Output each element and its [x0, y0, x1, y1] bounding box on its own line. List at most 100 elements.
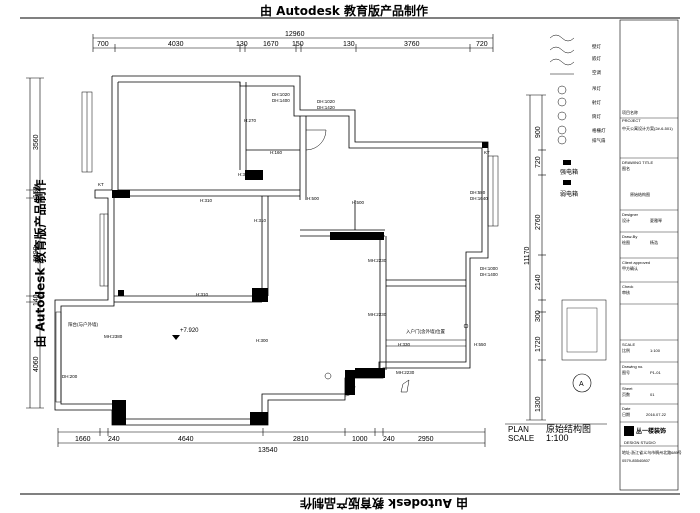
dim-top-seg: 150 [292, 41, 304, 48]
label-kt: KT [98, 182, 104, 187]
top-dimensions [92, 34, 494, 52]
label-h: H:300 [256, 338, 269, 343]
legend-item: 吊灯 [592, 85, 601, 92]
dim-right-seg: 1720 [535, 336, 542, 352]
legend-item: 排气扇 [592, 137, 606, 144]
dim-top-seg: 700 [97, 41, 109, 48]
dim-right-seg: 1300 [535, 396, 542, 412]
label-dh: DH:1400 [272, 98, 290, 103]
tb-sheet: Sheet [622, 386, 633, 391]
dim-top-seg: 130 [236, 41, 248, 48]
label-h: H:500 [307, 196, 320, 201]
legend-weak: 弱电箱 [560, 190, 578, 198]
tb-check: Check [622, 284, 633, 289]
label-dh: DH:1420 [317, 105, 335, 110]
dim-right-seg: 2760 [535, 214, 542, 230]
drain-icon [463, 323, 469, 329]
right-dimensions [526, 94, 546, 421]
dim-top-seg: 130 [343, 41, 355, 48]
tb-scale-cn: 比例 [622, 347, 630, 353]
tb-client-cn: 甲方确认 [622, 265, 638, 271]
room-labels: DH:1020 DH:1400 DH:1020 DH:1420 H:270 H:… [62, 92, 498, 379]
tb-company: 丛一楼装饰 [636, 427, 666, 435]
dim-right-seg: 2140 [535, 274, 542, 290]
dim-bottom-seg: 1660 [75, 436, 91, 443]
label-dh: DH:200 [62, 374, 78, 379]
dim-top-seg: 4030 [168, 41, 184, 48]
dim-bottom-total: 13540 [258, 447, 278, 454]
dim-left-seg: 140 [33, 294, 40, 306]
entry-arrow-icon [400, 379, 410, 393]
tb-phone: 0579-85540807 [622, 458, 651, 463]
north-arrow-icon [572, 373, 592, 393]
dim-left-seg: 3560 [33, 134, 40, 150]
dim-top-seg: 720 [476, 41, 488, 48]
tb-drawn-value: 杨浩 [650, 239, 658, 245]
tb-drawing-no: Drawing no. [622, 364, 643, 369]
label-h: H:550 [474, 342, 487, 347]
label-dh: DH:1020 [272, 92, 290, 97]
key-plan [561, 299, 607, 361]
label-h: H:330 [398, 342, 411, 347]
dim-left-seg: 3290 [33, 246, 40, 262]
dim-bottom-seg: 2950 [418, 436, 434, 443]
label-mh: MH:2380 [104, 334, 123, 339]
label-note: 阳台(与户外墙) [68, 321, 98, 328]
bottom-dimensions [57, 428, 486, 447]
label-h: H:160 [270, 150, 283, 155]
label-h: H:500 [352, 200, 365, 205]
tb-date: Date [622, 406, 631, 411]
tb-drawing-title-cn: 图名 [622, 165, 630, 171]
label-dh: DH:580 [470, 190, 486, 195]
plan-label: PLAN [508, 425, 529, 434]
tb-sheet-value: 01 [650, 392, 655, 397]
label-h: H:310 [196, 292, 209, 297]
label-h: H:310 [238, 172, 251, 177]
dim-bottom-seg: 240 [108, 436, 120, 443]
tb-designer-value: 夏雅琴 [650, 217, 662, 223]
tb-project-en: PROJECT [622, 118, 641, 123]
label-kt: KT [484, 150, 490, 155]
level-triangle-icon [172, 335, 180, 340]
scale-label: SCALE [508, 434, 534, 443]
north-label: A [579, 381, 584, 388]
scale-ratio: 1:100 [546, 433, 569, 443]
legend-item: 射灯 [592, 99, 601, 106]
legend-item: 嵌灯 [592, 55, 601, 62]
tb-designer-cn: 设计 [622, 217, 630, 223]
tb-address: 地址:浙江省义乌市稠州北路689号 [622, 449, 682, 455]
label-dh: DH:1400 [480, 272, 498, 277]
entry-marker-icon [324, 372, 332, 380]
dim-right-seg: 900 [535, 126, 542, 138]
legend [549, 34, 575, 145]
tb-scale: SCALE [622, 342, 635, 347]
columns [112, 142, 488, 425]
label-mh: MH:2230 [368, 258, 387, 263]
tb-project-cn: 项目名称 [622, 109, 638, 115]
dim-right-seg: 720 [535, 156, 542, 168]
label-kt: KT [118, 290, 124, 295]
tb-date-cn: 日期 [622, 411, 630, 417]
tb-drawn: Draw-By [622, 234, 637, 239]
dim-top-total: 12960 [285, 31, 305, 38]
legend-item: 筒灯 [592, 113, 601, 120]
tb-drawing-no-value: P1-01 [650, 370, 661, 375]
doors [305, 129, 356, 397]
dim-right-seg: 300 [535, 310, 542, 322]
dim-left-seg: 4060 [33, 356, 40, 372]
label-dh: DH:1640 [470, 196, 488, 201]
dim-top-seg: 1670 [263, 41, 279, 48]
level-mark: +7.920 [180, 328, 199, 334]
label-dh: DH:1000 [480, 266, 498, 271]
tb-check-cn: 审核 [622, 289, 630, 295]
company-logo-icon [624, 426, 634, 436]
strong-box-icon [563, 160, 571, 165]
label-mh: MH:2230 [368, 312, 387, 317]
label-h: H:310 [200, 198, 213, 203]
label-note: 入户门(含外墙)位置 [406, 328, 445, 335]
dim-top-seg: 3760 [404, 41, 420, 48]
tb-company-en: DESIGN STUDIO [624, 440, 656, 445]
tb-project-value: 中天公寓设计方案(2#-6-501) [622, 125, 673, 131]
label-mh: MH:2230 [396, 370, 415, 375]
tb-drawing-value: 原始结构图 [630, 191, 650, 197]
